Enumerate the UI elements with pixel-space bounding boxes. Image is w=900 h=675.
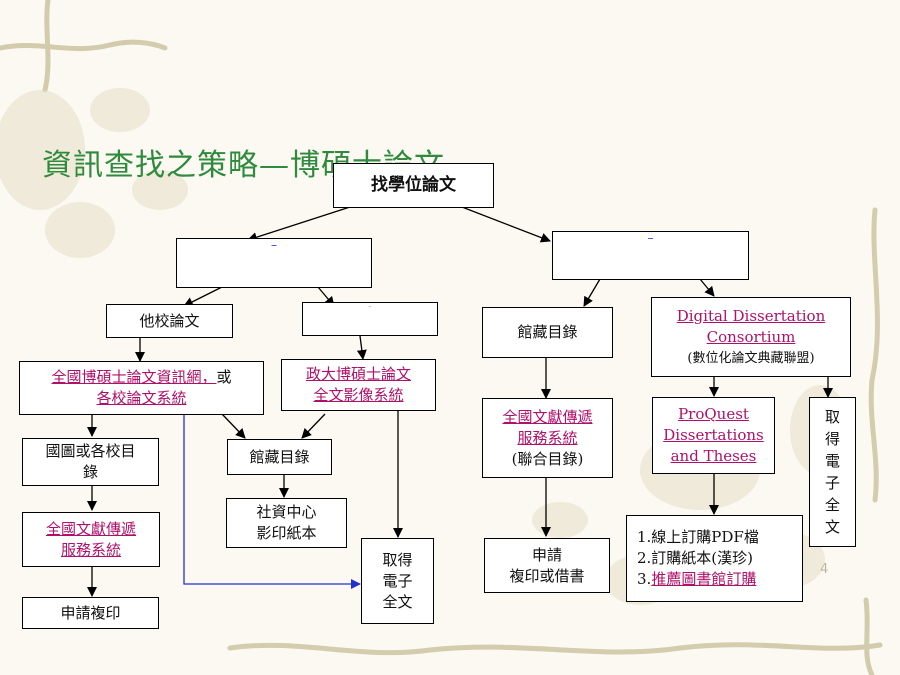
other-school-box: 他校論文: [106, 304, 233, 338]
national-network-link2[interactable]: 各校論文系統: [96, 389, 187, 407]
left-delivery-link1[interactable]: 全國文獻傳遞: [45, 519, 136, 538]
root-box: 找學位論文: [333, 163, 494, 208]
ddc-link1[interactable]: Digital Dissertation: [676, 306, 826, 325]
ncl-catalog-line1: 國圖或各校目: [45, 442, 136, 460]
nccu-fulltext-link2[interactable]: 全文影像系統: [313, 386, 404, 404]
nccu-fulltext-box[interactable]: 政大博碩士論文 全文影像系統: [281, 359, 436, 411]
left-catalog-box: 館藏目錄: [227, 439, 332, 475]
national-network-link1[interactable]: 全國博碩士論文資訊網，: [51, 368, 217, 386]
apply-borrow-line1: 申請: [531, 545, 562, 564]
ddc-subtitle: (數位化論文典藏聯盟): [687, 350, 815, 366]
right-fulltext-char: 子: [824, 474, 840, 492]
right-catalog-box: 館藏目錄: [482, 307, 613, 358]
right-delivery-note: (聯合目錄): [511, 449, 584, 468]
right-fulltext-box: 取 得 電 子 全 文: [809, 397, 856, 547]
other-school-label: 他校論文: [139, 311, 200, 330]
left-fulltext-line2: 電子: [382, 571, 413, 590]
proquest-link2[interactable]: Dissertations: [663, 426, 764, 444]
proquest-box[interactable]: ProQuest Dissertations and Theses: [652, 397, 775, 474]
left-branch-label: –: [271, 238, 277, 252]
right-catalog-label: 館藏目錄: [517, 323, 578, 341]
left-fulltext-line3: 全文: [382, 592, 413, 611]
root-label: 找學位論文: [371, 175, 456, 195]
nccu-fulltext-link1[interactable]: 政大博碩士論文: [305, 365, 411, 383]
left-catalog-label: 館藏目錄: [249, 447, 310, 466]
copy-center-line2: 影印紙本: [256, 524, 317, 542]
right-fulltext-char: 文: [824, 518, 840, 536]
ddc-link2[interactable]: Consortium: [706, 327, 796, 346]
right-delivery-link2[interactable]: 服務系統: [517, 428, 578, 447]
page-number: 4: [820, 562, 829, 577]
apply-copy-label: 申請複印: [60, 603, 121, 622]
nccu-label: –: [368, 303, 372, 310]
right-fulltext-char: 得: [824, 430, 840, 448]
right-branch-box: –: [552, 231, 749, 280]
right-fulltext-char: 全: [824, 496, 840, 514]
purchase-item1: 1.線上訂購PDF檔: [637, 528, 759, 546]
ncl-catalog-box: 國圖或各校目 錄: [22, 438, 159, 486]
copy-center-box: 社資中心 影印紙本: [226, 498, 347, 548]
left-delivery-link2[interactable]: 服務系統: [60, 540, 121, 559]
proquest-link1[interactable]: ProQuest: [678, 405, 749, 423]
apply-borrow-box: 申請 複印或借書: [484, 538, 610, 593]
ddc-box[interactable]: Digital Dissertation Consortium (數位化論文典藏…: [651, 297, 851, 377]
right-fulltext-char: 取: [824, 408, 840, 426]
purchase-item2: 2.訂購紙本(漢珍): [637, 549, 754, 567]
right-delivery-box[interactable]: 全國文獻傳遞 服務系統 (聯合目錄): [482, 398, 613, 478]
right-delivery-link1[interactable]: 全國文獻傳遞: [502, 407, 593, 426]
national-network-tail: 或: [216, 368, 232, 386]
apply-copy-box: 申請複印: [22, 597, 159, 629]
purchase-box: 1.線上訂購PDF檔 2.訂購紙本(漢珍) 3.推薦圖書館訂購: [626, 515, 803, 602]
ncl-catalog-line2: 錄: [82, 463, 98, 481]
national-network-box[interactable]: 全國博碩士論文資訊網，或 各校論文系統: [19, 361, 264, 415]
copy-center-line1: 社資中心: [256, 503, 317, 521]
left-fulltext-box: 取得 電子 全文: [361, 538, 434, 624]
left-fulltext-line1: 取得: [382, 550, 413, 569]
purchase-item3-link[interactable]: 推薦圖書館訂購: [651, 570, 757, 588]
purchase-item3-prefix: 3.: [637, 570, 652, 588]
proquest-link3[interactable]: and Theses: [670, 447, 757, 465]
left-branch-box: –: [176, 238, 372, 288]
left-delivery-box[interactable]: 全國文獻傳遞 服務系統: [22, 512, 160, 567]
right-branch-label: –: [647, 231, 654, 245]
right-fulltext-char: 電: [824, 452, 840, 470]
nccu-box: –: [302, 302, 438, 336]
apply-borrow-line2: 複印或借書: [509, 566, 585, 585]
